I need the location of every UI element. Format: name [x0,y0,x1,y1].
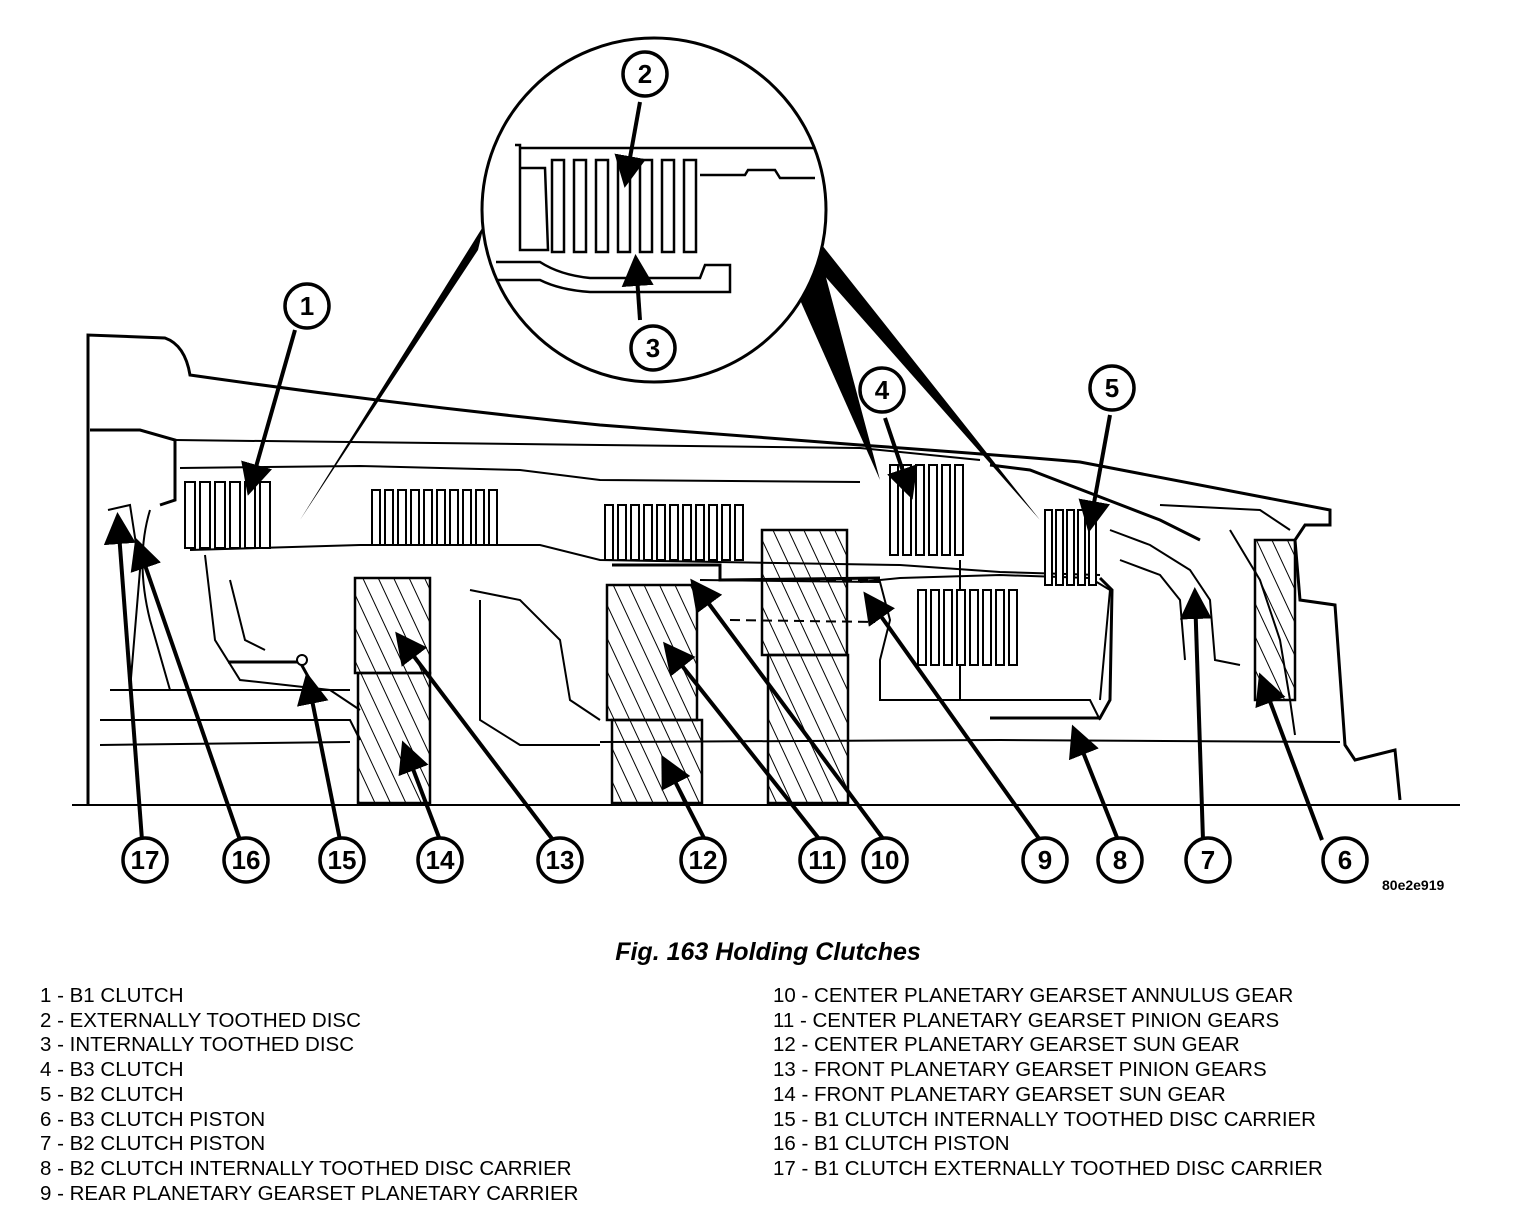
magnified-clutch-discs [496,143,815,294]
callout-circle [121,836,169,884]
center-pinion-gear [605,583,699,722]
callout-number: 12 [689,845,718,875]
legend-item: 7 - B2 CLUTCH PISTON [40,1132,266,1156]
b1-clutch-pack [184,481,271,549]
legend-item: 6 - B3 CLUTCH PISTON [40,1107,266,1131]
legend-item: 12 - CENTER PLANETARY GEARSET SUN GEAR [773,1033,1240,1057]
legend-item: 15 - B1 CLUTCH INTERNALLY TOOTHED DISC C… [773,1107,1316,1131]
callout-3: 3 [629,324,677,372]
callout-circle [621,50,669,98]
callout-number: 15 [328,845,357,875]
callout-circle [416,836,464,884]
legend-item: 5 - B2 CLUTCH [40,1082,184,1106]
legend-item: 17 - B1 CLUTCH EXTERNALLY TOOTHED DISC C… [773,1156,1323,1180]
clutch-pack-middle-left [371,489,498,546]
transmission-case [86,333,1402,805]
callout-circle [798,836,846,884]
front-pinion-gear [353,576,432,675]
callout-circle [1184,836,1232,884]
callout-1: 1 [283,282,331,330]
legend-item: 13 - FRONT PLANETARY GEARSET PINION GEAR… [773,1058,1267,1082]
callout-number: 16 [232,845,261,875]
legend-item: 8 - B2 CLUTCH INTERNALLY TOOTHED DISC CA… [40,1156,572,1180]
callout-2: 2 [621,50,669,98]
legend-item: 14 - FRONT PLANETARY GEARSET SUN GEAR [773,1082,1226,1106]
callout-number: 4 [875,375,890,405]
planetary-gears [353,528,1297,805]
callout-circle [536,836,584,884]
callout-number: 2 [638,59,652,89]
callout-number: 7 [1201,845,1215,875]
callout-14: 14 [416,836,464,884]
callout-circle [629,324,677,372]
callout-10: 10 [861,836,909,884]
legend-item: 3 - INTERNALLY TOOTHED DISC [40,1033,355,1057]
case-end-teeth [1253,538,1297,702]
legend-item: 11 - CENTER PLANETARY GEARSET PINION GEA… [773,1008,1280,1032]
callout-circle [283,282,331,330]
legend-item: 4 - B3 CLUTCH [40,1058,184,1082]
center-sun-gear [610,718,704,805]
b1-disc-carrier [228,660,312,681]
callout-number: 3 [646,333,660,363]
callout-15: 15 [318,836,366,884]
callout-number: 9 [1038,845,1052,875]
callout-circle [1088,364,1136,412]
legend-item: 2 - EXTERNALLY TOOTHED DISC [40,1008,361,1032]
callout-8: 8 [1096,836,1144,884]
callout-7: 7 [1184,836,1232,884]
callout-circle [1096,836,1144,884]
callout-number: 6 [1338,845,1352,875]
callout-number: 5 [1105,373,1119,403]
callout-number: 8 [1113,845,1127,875]
callout-number: 13 [546,845,575,875]
internal-structure [99,439,1341,746]
detail-magnifier [300,36,1040,520]
b2-disc-carrier [990,576,1114,720]
rear-sun-gear [766,653,850,805]
callout-16: 16 [222,836,270,884]
callout-number: 17 [131,845,160,875]
callout-circle [222,836,270,884]
callout-circle [679,836,727,884]
callout-circle [1021,836,1069,884]
b2-clutch-pack [1044,509,1097,586]
legend-item: 16 - B1 CLUTCH PISTON [773,1132,1010,1156]
figure-caption: Fig. 163 Holding Clutches [615,938,921,966]
callout-number: 11 [808,845,836,875]
rear-lower-clutch-pack [917,589,1018,666]
callout-11: 11 [798,836,846,884]
callout-4: 4 [858,366,906,414]
rear-pinion-gear [760,528,849,657]
callout-number: 1 [300,291,314,321]
callout-17: 17 [121,836,169,884]
legend-item: 10 - CENTER PLANETARY GEARSET ANNULUS GE… [773,984,1294,1007]
callout-6: 6 [1321,836,1369,884]
legend-item: 1 - B1 CLUTCH [40,984,184,1007]
legend-item: 9 - REAR PLANETARY GEARSET PLANETARY CAR… [40,1181,579,1205]
callout-number: 10 [871,845,900,875]
callout-circle [858,366,906,414]
figure-reference-code: 80e2e919 [1382,877,1445,893]
callout-number: 14 [426,845,455,875]
callout-9: 9 [1021,836,1069,884]
callout-circle [1321,836,1369,884]
legend-right-column: 10 - CENTER PLANETARY GEARSET ANNULUS GE… [773,984,1323,1182]
callout-13: 13 [536,836,584,884]
callout-circle [861,836,909,884]
b3-clutch-pack [889,464,964,556]
callout-12: 12 [679,836,727,884]
callout-5: 5 [1088,364,1136,412]
clutch-pack-center [604,504,744,561]
callout-circle [318,836,366,884]
leader-lines [103,101,1324,842]
